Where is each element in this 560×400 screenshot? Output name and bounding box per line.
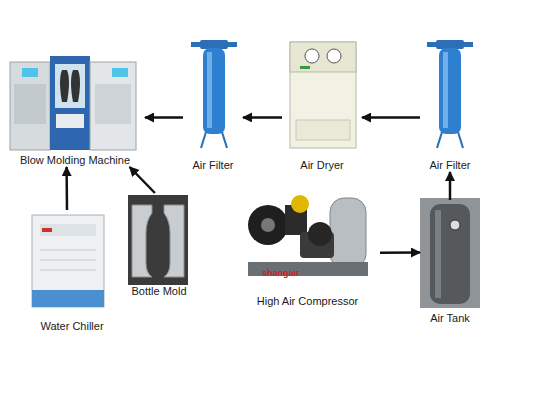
air-compressor-picture — [248, 195, 368, 276]
component-label: Bottle Mold — [131, 284, 186, 298]
chiller-cabinet — [32, 215, 104, 307]
dryer-gauge — [327, 49, 341, 63]
component-node: Water Chiller — [22, 210, 122, 333]
bottle-mold-picture — [128, 195, 188, 285]
machine-control — [56, 114, 84, 128]
component-node: High Air Compressor — [235, 185, 380, 308]
water-chiller-picture — [32, 215, 104, 307]
tank-shine — [435, 210, 441, 298]
flow-arrow — [362, 116, 420, 119]
component-label: Air Tank — [430, 311, 470, 325]
chiller-grille — [40, 250, 96, 251]
dryer-grille — [296, 120, 350, 140]
filter-pipe — [191, 42, 200, 47]
component-node: Air Filter — [183, 32, 243, 172]
filter-cap — [436, 40, 464, 49]
brand-logo: shangair — [262, 268, 300, 278]
component-node: Air Filter — [420, 32, 480, 172]
machine-screen — [22, 68, 38, 77]
air-filter-picture — [191, 40, 237, 148]
component-label: Blow Molding Machine — [20, 153, 130, 167]
air-dryer-picture — [290, 42, 356, 148]
blow-molding-machine-picture — [10, 56, 136, 150]
flow-arrow — [65, 167, 68, 210]
air-tank-picture — [420, 198, 480, 308]
dryer-panel — [290, 42, 356, 72]
dryer-cabinet — [290, 42, 356, 148]
filter-body — [439, 48, 461, 134]
filter-leg — [201, 132, 206, 148]
chiller-panel — [40, 224, 96, 236]
component-label: Air Dryer — [300, 158, 343, 172]
chiller-logo — [42, 228, 52, 232]
flow-arrow — [130, 167, 155, 193]
mold-half — [132, 205, 152, 277]
compressor-filter — [291, 195, 309, 213]
chiller-grille — [40, 260, 96, 261]
machine-bottle — [71, 70, 80, 102]
filter-leg — [437, 132, 442, 148]
tank-body — [430, 204, 470, 304]
filter-leg — [458, 132, 463, 148]
component-node: Air Dryer — [282, 36, 362, 172]
mold-half — [164, 205, 184, 277]
dryer-lamp — [300, 66, 310, 69]
component-label: High Air Compressor — [257, 294, 358, 308]
compressor-pulley — [308, 222, 332, 246]
filter-pipe — [464, 42, 473, 47]
component-node: Air Tank — [420, 200, 480, 325]
flow-arrow — [449, 172, 452, 200]
tank-photo-background — [420, 198, 480, 308]
component-node: Blow Molding Machine — [5, 52, 145, 167]
component-label: Air Filter — [430, 158, 471, 172]
air-filter-picture — [427, 40, 473, 148]
machine-door — [14, 84, 46, 124]
machine-screen — [112, 68, 128, 77]
component-label: Water Chiller — [40, 319, 103, 333]
compressor-hub — [261, 218, 275, 232]
chiller-stripe — [32, 290, 104, 307]
machine-body — [50, 56, 90, 150]
flow-arrow — [380, 251, 420, 254]
filter-cap — [200, 40, 228, 49]
filter-pipe — [427, 42, 436, 47]
machine-door — [95, 84, 131, 124]
flow-arrow — [243, 116, 282, 119]
machine-panel — [90, 62, 136, 150]
component-label: Air Filter — [193, 158, 234, 172]
compressor-pulley — [248, 205, 288, 245]
filter-shine — [443, 52, 448, 128]
filter-body — [203, 48, 225, 134]
machine-panel — [10, 62, 50, 150]
machine-window — [55, 64, 85, 108]
compressor-tank — [330, 198, 366, 268]
filter-pipe — [228, 42, 237, 47]
component-node: Bottle Mold — [125, 193, 193, 298]
tank-gauge — [450, 220, 460, 230]
filter-shine — [207, 52, 212, 128]
machine-bottle — [60, 70, 69, 102]
mold-photo-background — [128, 195, 188, 285]
flow-arrow — [145, 116, 183, 119]
filter-leg — [222, 132, 227, 148]
dryer-gauge — [305, 49, 319, 63]
chiller-grille — [40, 270, 96, 271]
